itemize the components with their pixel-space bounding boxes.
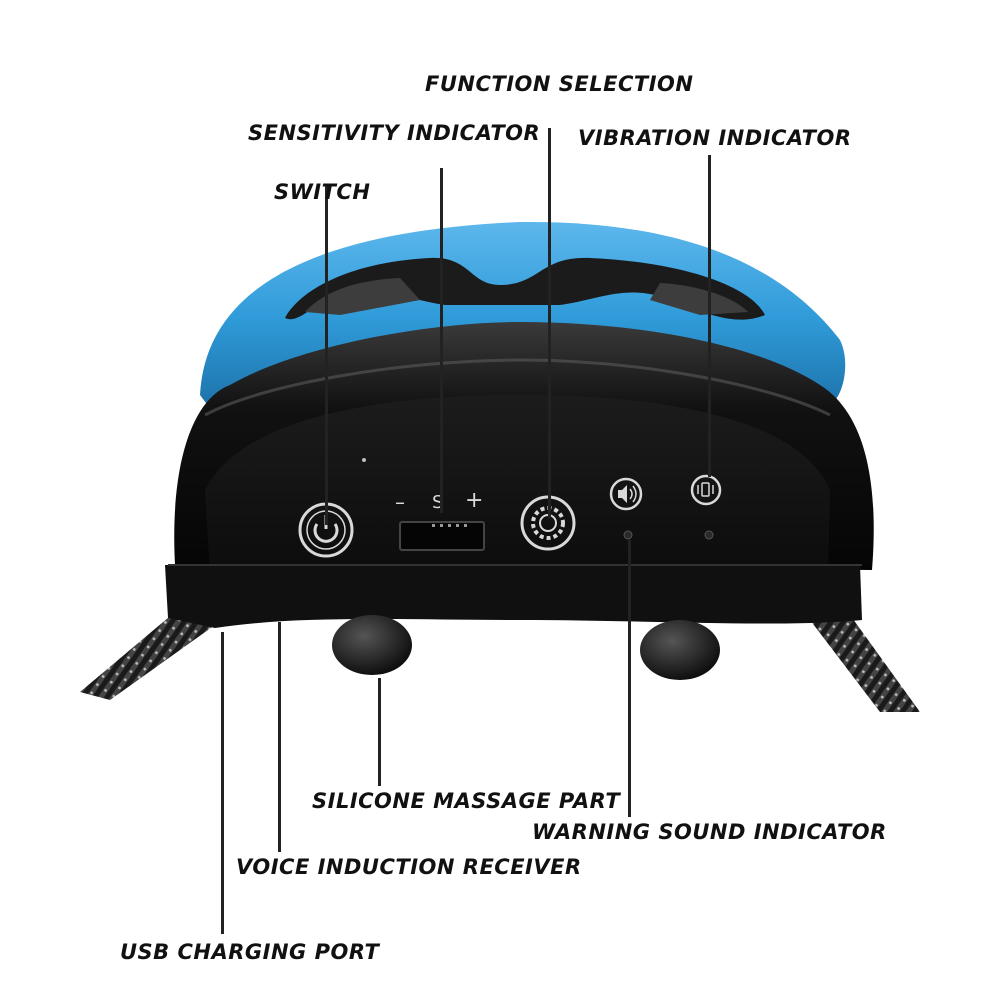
strap-right [810,608,920,712]
label-vibration-indicator: VIBRATION INDICATOR [578,126,852,150]
leader-sensitivity [440,168,443,513]
strap-left [80,612,215,700]
leader-silicone [378,678,381,786]
leader-warning [628,540,631,817]
label-switch: SWITCH [274,180,371,204]
label-function-selection: FUNCTION SELECTION [425,72,694,96]
label-voice-induction-receiver: VOICE INDUCTION RECEIVER [236,855,582,879]
label-silicone-massage-part: SILICONE MASSAGE PART [312,789,621,813]
leader-function [548,128,551,518]
label-usb-charging-port: USB CHARGING PORT [120,940,380,964]
sensitivity-plus-label: + [465,488,484,513]
front-panel [205,395,830,575]
leader-voice [278,622,281,852]
leader-vibration [708,155,711,477]
massage-nub-left [332,615,412,675]
sensitivity-minus-label: – [395,490,405,514]
leader-usb [221,632,224,934]
massage-nub-right [640,620,720,680]
label-warning-sound-indicator: WARNING SOUND INDICATOR [532,820,887,844]
sensitivity-slot [399,521,485,551]
label-sensitivity-indicator: SENSITIVITY INDICATOR [248,121,541,145]
bottom-rim [165,564,862,628]
speaker-icon [609,477,643,540]
vibration-icon [690,474,722,540]
leader-switch [325,185,328,525]
sensitivity-s-label: S [432,492,444,513]
